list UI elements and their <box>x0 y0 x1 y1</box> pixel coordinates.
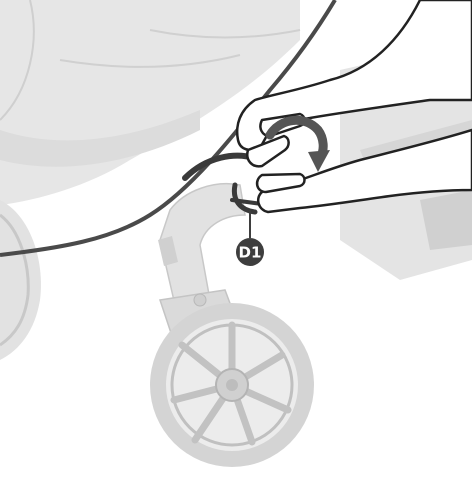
callout-label: D1 <box>239 244 262 262</box>
front-wheel <box>150 303 314 467</box>
